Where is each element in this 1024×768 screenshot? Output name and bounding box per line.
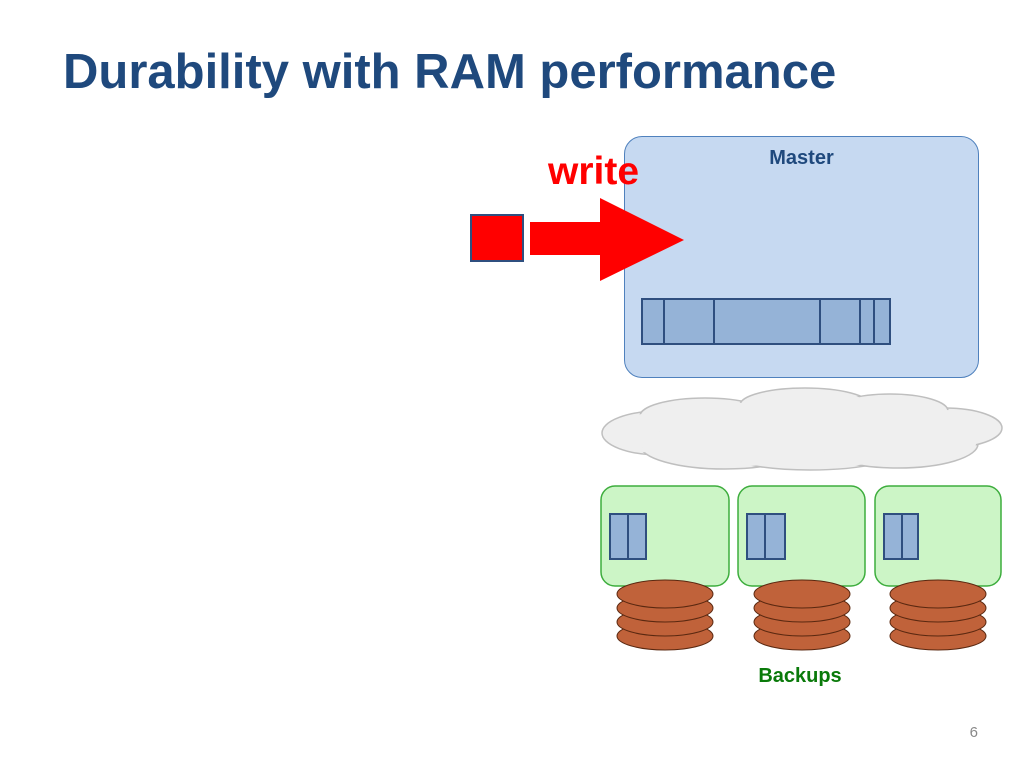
- disk-stack: [616, 579, 714, 651]
- page-number: 6: [969, 724, 978, 741]
- log-segment: [641, 298, 665, 345]
- backup-server: [737, 485, 866, 587]
- write-object: [470, 214, 524, 262]
- disk-stack: [889, 579, 987, 651]
- backup-server: [874, 485, 1002, 587]
- backup-log-segment: [627, 513, 647, 560]
- disk-stack: [753, 579, 851, 651]
- write-label: write: [548, 150, 640, 193]
- backup-log-segment: [746, 513, 766, 560]
- backups-label: Backups: [758, 665, 842, 687]
- write-arrow: [530, 198, 684, 281]
- slide-title: Durability with RAM performance: [63, 45, 837, 99]
- master-label: Master: [769, 147, 834, 169]
- backup-log-segment: [764, 513, 786, 560]
- backup-server: [600, 485, 730, 587]
- log-segment: [859, 298, 875, 345]
- log-segment: [663, 298, 715, 345]
- log-segment: [713, 298, 821, 345]
- backup-log-segment: [901, 513, 919, 560]
- backup-log-segment: [609, 513, 629, 560]
- log-segment: [873, 298, 891, 345]
- master-log: [641, 298, 891, 345]
- network-cloud-fill: [604, 390, 1000, 468]
- log-segment: [819, 298, 861, 345]
- backup-log-segment: [883, 513, 903, 560]
